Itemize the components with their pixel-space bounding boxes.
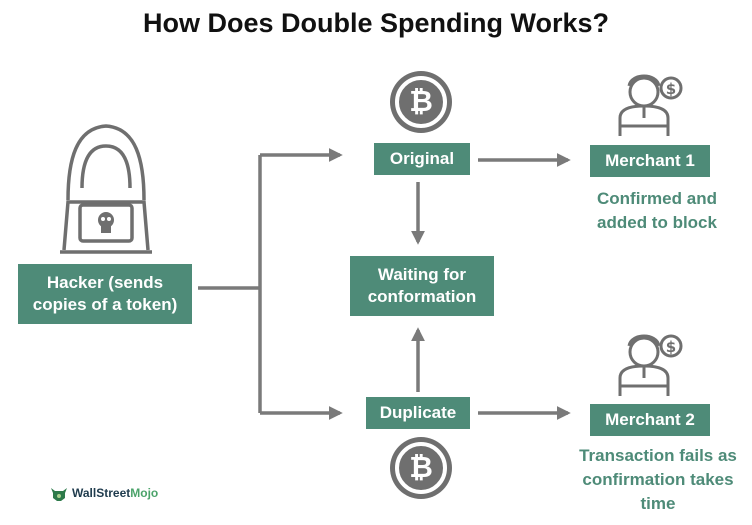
dollar-icon: $	[666, 338, 676, 356]
hacker-box: Hacker (sends copies of a token)	[18, 264, 192, 324]
merchant-icon	[618, 334, 683, 396]
merchant2-box: Merchant 2	[590, 404, 710, 436]
wallstreetmojo-logo: WallStreetMojo	[50, 484, 158, 502]
logo-text: WallStreetMojo	[72, 486, 159, 500]
bull-icon	[51, 488, 67, 501]
merchant-icon	[618, 74, 683, 136]
dollar-icon: $	[666, 80, 676, 98]
hacker-icon	[60, 124, 152, 254]
bitcoin-icon: ₿	[390, 437, 452, 499]
waiting-box: Waiting for conformation	[350, 256, 494, 316]
duplicate-box: Duplicate	[366, 397, 470, 429]
svg-text:₿: ₿	[409, 450, 433, 484]
merchant2-note: Transaction fails as confirmation takes …	[579, 446, 737, 513]
page-title: How Does Double Spending Works?	[142, 8, 610, 38]
original-box: Original	[374, 143, 470, 175]
skull-icon	[98, 212, 114, 233]
bitcoin-icon: ₿	[390, 71, 452, 133]
merchant1-note: Confirmed and added to block	[597, 189, 717, 232]
merchant1-box: Merchant 1	[590, 145, 710, 177]
svg-text:₿: ₿	[409, 84, 433, 118]
